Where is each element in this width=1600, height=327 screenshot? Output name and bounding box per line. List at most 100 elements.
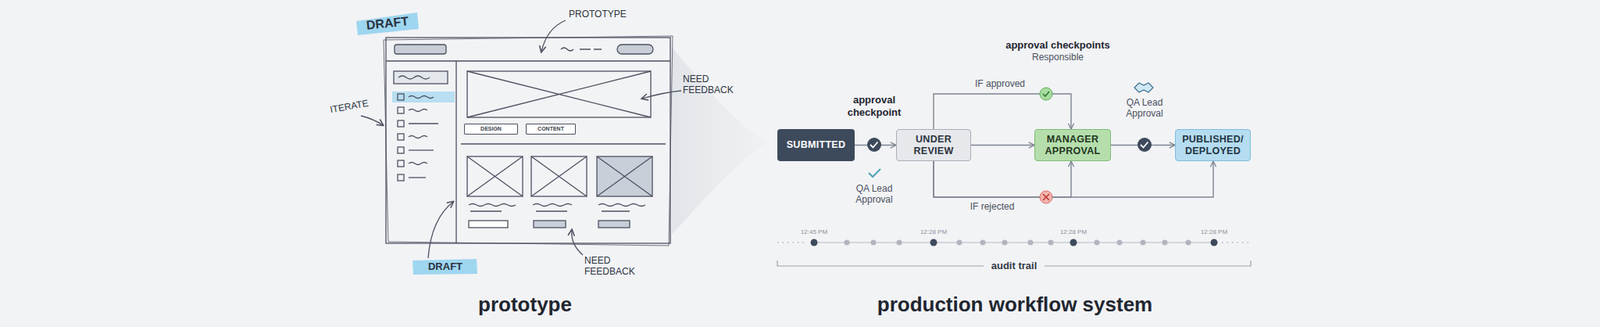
image-cross bbox=[467, 71, 651, 118]
checkpoint-label: approval checkpoint bbox=[835, 93, 914, 118]
timeline-event-dot bbox=[810, 239, 818, 247]
timestamp: 12:45 PM bbox=[794, 228, 834, 236]
button-placeholder bbox=[598, 220, 630, 228]
wireframe-button: CONTENT bbox=[525, 123, 576, 135]
cross-mark bbox=[1042, 193, 1050, 200]
timeline-dot bbox=[1028, 239, 1034, 246]
approver-label: QA Lead Approval bbox=[839, 182, 910, 206]
wireframe-frame bbox=[385, 37, 671, 243]
image-placeholder bbox=[531, 156, 587, 197]
annotation-arrow bbox=[360, 115, 383, 125]
squiggle-line bbox=[408, 96, 434, 99]
timeline-event-dot bbox=[1070, 239, 1078, 247]
timeline-dot bbox=[1002, 239, 1008, 246]
approver-label: QA Lead Approval bbox=[1109, 96, 1180, 120]
status-box: UNDER REVIEW bbox=[896, 128, 972, 161]
wireframe-sketch bbox=[360, 20, 682, 258]
handshake-icon bbox=[1134, 82, 1154, 93]
checkbox bbox=[397, 120, 404, 127]
check-mark bbox=[870, 142, 879, 148]
bracket-label: audit trail bbox=[983, 259, 1046, 272]
role-label: Responsible bbox=[1010, 51, 1105, 63]
box-label: CONTENT bbox=[537, 125, 565, 133]
timeline-dot bbox=[896, 239, 903, 246]
box-label: UNDER REVIEW bbox=[903, 133, 965, 158]
header-pill bbox=[617, 44, 654, 54]
timeline-dots bbox=[844, 239, 1192, 246]
checkbox bbox=[397, 146, 404, 154]
checkbox bbox=[397, 107, 404, 114]
timeline-dot bbox=[1048, 239, 1054, 246]
image-placeholder bbox=[596, 156, 653, 197]
button-placeholder bbox=[468, 220, 508, 228]
flow-arrow bbox=[933, 93, 1072, 129]
flow-arrow bbox=[971, 144, 1035, 146]
box-label: MANAGER APPROVAL bbox=[1041, 133, 1104, 158]
selected-row-highlight bbox=[392, 91, 455, 103]
sketch-note: NEED FEEDBACK bbox=[682, 73, 742, 97]
sketch-note: DRAFT bbox=[415, 260, 475, 273]
timeline-events bbox=[810, 239, 1218, 247]
timeline-dot bbox=[871, 239, 877, 246]
squiggle-line bbox=[560, 47, 602, 51]
check-mark bbox=[1140, 142, 1149, 148]
squiggle-line bbox=[408, 162, 428, 165]
image-cross bbox=[531, 156, 587, 197]
sidebar-heading bbox=[393, 71, 448, 84]
squiggle-line bbox=[408, 109, 428, 112]
checkpoint-circle bbox=[1137, 137, 1152, 152]
approved-circle bbox=[1039, 87, 1053, 100]
timeline-event-dot bbox=[1210, 239, 1218, 247]
content-divider bbox=[460, 142, 666, 144]
annotation-arrow bbox=[428, 201, 454, 258]
timeline-event-dot bbox=[930, 239, 938, 247]
panel-caption: prototype bbox=[407, 292, 643, 317]
timeline-dot bbox=[980, 239, 986, 246]
annotation-arrow bbox=[541, 20, 566, 52]
timeline-dot bbox=[1185, 239, 1192, 246]
timeline-dot bbox=[957, 239, 963, 246]
edge-label: IF rejected bbox=[960, 200, 1024, 212]
squiggle-line bbox=[408, 122, 439, 124]
image-cross bbox=[467, 156, 523, 197]
annotation-arrow bbox=[571, 229, 583, 255]
check-mark bbox=[1042, 91, 1050, 97]
box-label: SUBMITTED bbox=[786, 139, 847, 151]
timeline-dot bbox=[1117, 239, 1123, 246]
checkpoint-circle bbox=[867, 137, 882, 152]
timeline-dot bbox=[1094, 239, 1100, 246]
squiggle-line bbox=[408, 135, 428, 139]
squiggle-line bbox=[408, 149, 434, 150]
flow-arrow bbox=[933, 160, 1214, 197]
timestamp: 12:28 PM bbox=[1194, 228, 1234, 236]
timestamp: 12:28 PM bbox=[914, 228, 954, 236]
status-box: MANAGER APPROVAL bbox=[1034, 128, 1111, 161]
image-placeholder bbox=[467, 156, 523, 197]
timeline-dot bbox=[1140, 239, 1147, 246]
flow-arrow bbox=[933, 160, 1072, 197]
header-pill bbox=[394, 44, 447, 54]
image-cross bbox=[596, 156, 653, 197]
squiggle-line bbox=[532, 203, 572, 212]
edge-label: IF approved bbox=[968, 78, 1032, 90]
checkbox bbox=[397, 93, 404, 100]
rejected-circle bbox=[1039, 190, 1053, 204]
sidebar-divider bbox=[455, 60, 457, 243]
checkbox bbox=[397, 133, 404, 140]
squiggle-line bbox=[398, 75, 430, 79]
squiggle-line bbox=[408, 176, 426, 178]
sketch-note: NEED FEEDBACK bbox=[584, 254, 643, 278]
wireframe-button: DESIGN bbox=[464, 123, 518, 135]
sketch-note: ITERATE bbox=[328, 96, 379, 116]
squiggle-line bbox=[598, 203, 646, 212]
box-label: PUBLISHED/ DEPLOYED bbox=[1182, 133, 1244, 158]
highlighter-band bbox=[356, 12, 419, 36]
header-divider bbox=[385, 60, 671, 61]
box-label: DESIGN bbox=[480, 125, 502, 133]
annotation-arrow bbox=[642, 90, 682, 99]
status-box: SUBMITTED bbox=[777, 128, 855, 161]
checkpoint-label: approval checkpoints bbox=[991, 39, 1125, 52]
